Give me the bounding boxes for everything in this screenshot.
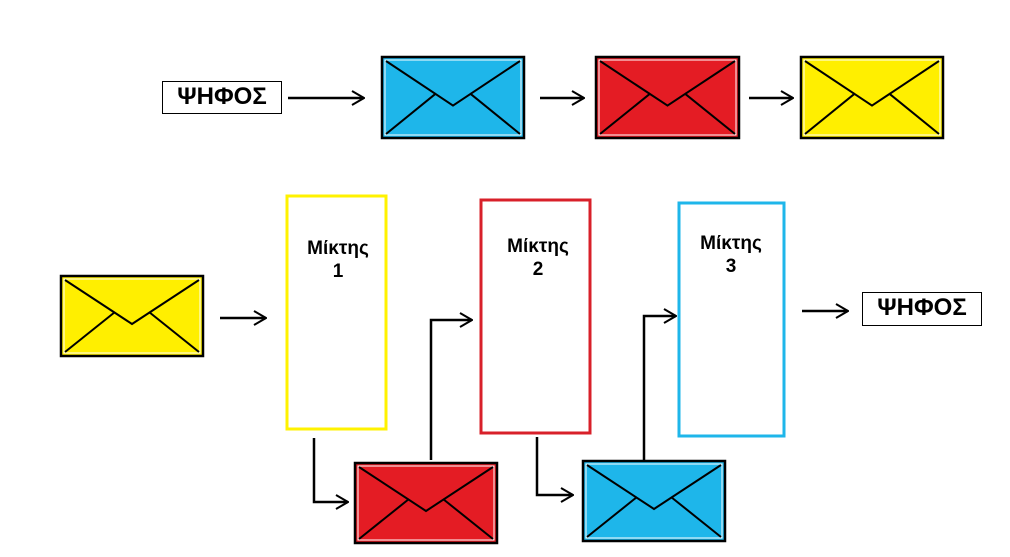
vote-label-output: ΨΗΦΟΣ xyxy=(862,292,982,326)
envelope-red xyxy=(594,55,741,140)
mixer-1-title: Μίκτης xyxy=(307,238,369,259)
mixer-3-number: 3 xyxy=(725,256,737,277)
mixer-2-number: 2 xyxy=(532,259,544,280)
envelope-blue-intermediate xyxy=(581,459,727,543)
envelope-blue xyxy=(380,55,526,140)
mixer-1-label: Μίκτης 1 xyxy=(288,237,388,283)
arrow-mixer-1-to-red xyxy=(312,438,348,502)
arrow-mixer-2-to-blue xyxy=(535,437,573,495)
mixer-3-box xyxy=(677,201,786,438)
mixer-3-title: Μίκτης xyxy=(700,233,762,254)
arrow-blue-to-mixer-3 xyxy=(642,316,676,460)
envelope-red-intermediate xyxy=(353,461,499,545)
mixer-3-label: Μίκτης 3 xyxy=(681,232,781,278)
mixer-1-number: 1 xyxy=(332,261,344,282)
mixer-1-box xyxy=(285,194,388,431)
envelope-yellow-input xyxy=(59,274,205,358)
mixer-2-label: Μίκτης 2 xyxy=(488,235,588,281)
arrow-red-to-mixer-2 xyxy=(429,320,472,460)
vote-label-input: ΨΗΦΟΣ xyxy=(162,81,282,114)
envelope-yellow xyxy=(799,55,945,140)
mixer-2-box xyxy=(479,198,592,435)
mixer-2-title: Μίκτης xyxy=(507,236,569,257)
